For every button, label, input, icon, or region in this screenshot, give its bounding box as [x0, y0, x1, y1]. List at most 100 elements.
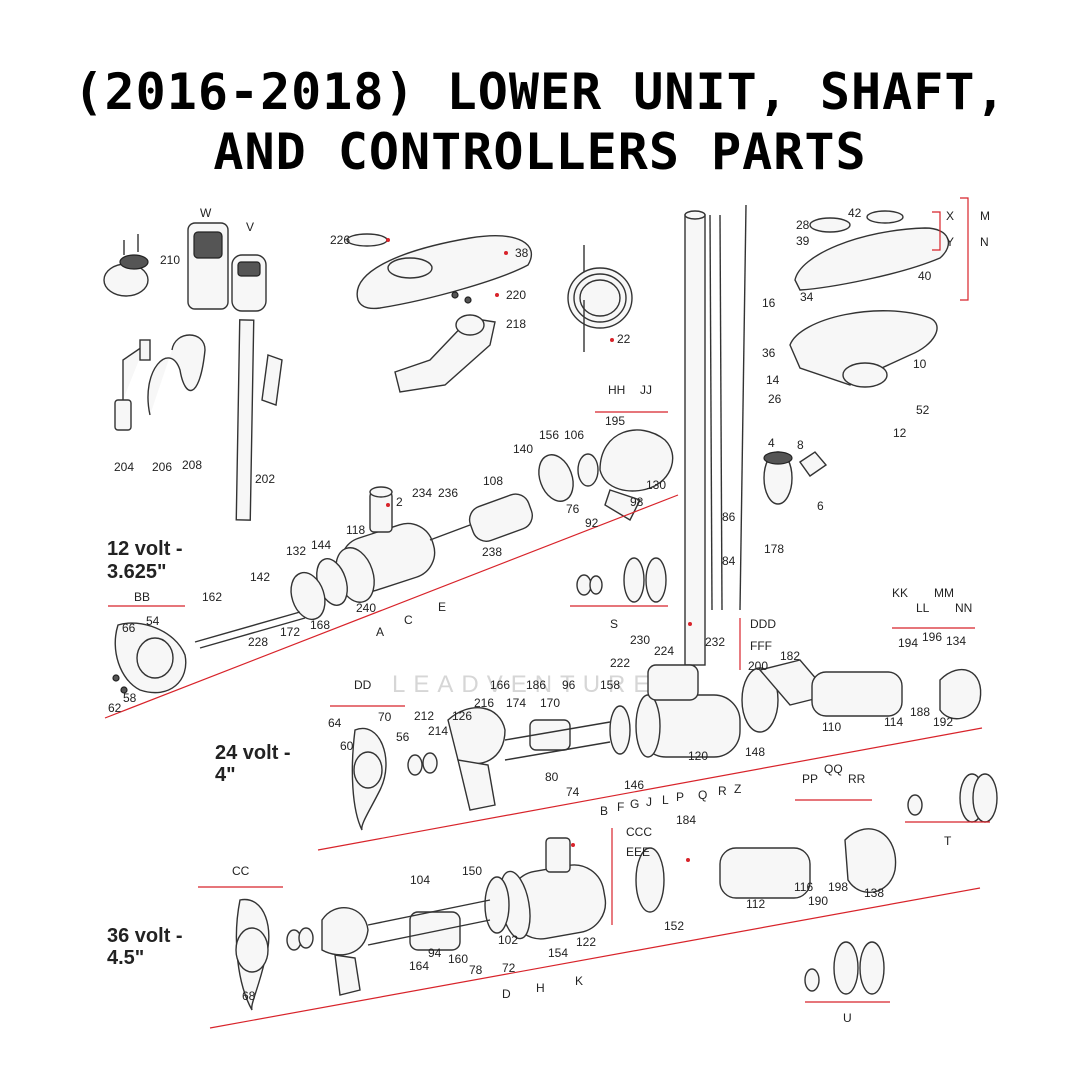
- callout-CC: CC: [232, 864, 250, 878]
- callout-M: M: [980, 209, 990, 223]
- callout-W: W: [200, 206, 212, 220]
- callout-218: 218: [506, 317, 526, 331]
- callout-158: 158: [600, 678, 620, 692]
- callout-178: 178: [764, 542, 784, 556]
- stabilizer-bar-part: [235, 319, 283, 521]
- callout-204: 204: [114, 460, 134, 474]
- callout-188: 188: [910, 705, 930, 719]
- callout-EEE: EEE: [626, 845, 650, 859]
- callout-146a: 146: [624, 778, 644, 792]
- section-36v-line1: 36 volt -: [107, 925, 183, 947]
- callout-39: 39: [796, 234, 810, 248]
- callout-C: C: [404, 613, 413, 627]
- callout-228a: 228: [248, 635, 268, 649]
- callout-70: 70: [378, 710, 392, 724]
- callout-196a: 196: [922, 630, 942, 644]
- callout-162: 162: [202, 590, 222, 604]
- title-line-1: (2016-2018) LOWER UNIT, SHAFT,: [73, 63, 1007, 121]
- section-12v: 12 volt - 3.625": [107, 538, 183, 583]
- callout-FFF: FFF: [750, 639, 772, 653]
- callout-232: 232: [705, 635, 725, 649]
- callout-116: 116: [794, 880, 813, 894]
- callout-226: 226: [330, 233, 350, 247]
- coiled-cable-22-part: [567, 245, 633, 352]
- callout-K: K: [575, 974, 583, 988]
- page-title: (2016-2018) LOWER UNIT, SHAFT, AND CONTR…: [0, 62, 1080, 182]
- callout-74: 74: [566, 785, 580, 799]
- callout-195: 195: [605, 414, 625, 428]
- callout-JJ: JJ: [640, 383, 652, 397]
- lower-unit-12v-part: [194, 429, 674, 649]
- callout-182: 182: [780, 649, 800, 663]
- section-36v: 36 volt - 4.5": [107, 925, 183, 969]
- callout-N: N: [980, 235, 989, 249]
- callout-156: 156: [539, 428, 559, 442]
- callout-L: L: [662, 793, 669, 807]
- callout-T: T: [944, 834, 952, 848]
- callout-PP: PP: [802, 772, 818, 786]
- callout-112: 112: [746, 897, 765, 911]
- callout-D: D: [502, 987, 511, 1001]
- callout-G: G: [630, 797, 639, 811]
- callout-Z: Z: [734, 782, 741, 796]
- section-36v-line2: 4.5": [107, 947, 144, 969]
- callout-52: 52: [916, 403, 930, 417]
- callout-26: 26: [768, 392, 782, 406]
- callout-92: 92: [585, 516, 599, 530]
- callout-104: 104: [410, 873, 430, 887]
- callout-U: U: [843, 1011, 852, 1025]
- callout-66: 66: [122, 621, 136, 635]
- section-12v-line1: 12 volt -: [107, 538, 183, 560]
- callout-142a: 142: [250, 570, 270, 584]
- composite-shaft-part: [684, 204, 747, 666]
- callout-102: 102: [498, 933, 518, 947]
- callout-150a: 150: [462, 864, 482, 878]
- callout-DD: DD: [354, 678, 372, 692]
- section-12v-line2: 3.625": [107, 561, 167, 583]
- callout-36: 36: [762, 346, 776, 360]
- callout-110: 110: [822, 720, 841, 734]
- callout-192: 192: [933, 715, 953, 729]
- callout-200a: 200: [748, 659, 768, 673]
- callout-132: 132: [286, 544, 306, 558]
- callout-224: 224: [654, 644, 674, 658]
- callout-CCC: CCC: [626, 825, 652, 839]
- callout-114: 114: [884, 715, 903, 729]
- callout-190: 190: [808, 894, 828, 908]
- callout-72: 72: [502, 961, 516, 975]
- callout-80: 80: [545, 770, 559, 784]
- section-24v-line1: 24 volt -: [215, 742, 291, 764]
- callout-68: 68: [242, 989, 256, 1003]
- callout-154a: 154: [548, 946, 568, 960]
- title-line-2: AND CONTROLLERS PARTS: [213, 123, 867, 181]
- foot-pedal-part: [103, 234, 149, 297]
- motor-mount-part: [763, 451, 828, 505]
- callout-60a: 60: [340, 739, 354, 753]
- callout-RR: RR: [848, 772, 866, 786]
- propeller-12v-part: [112, 622, 187, 694]
- section-divider-lines: [104, 197, 990, 1029]
- callout-KK: KK: [892, 586, 908, 600]
- callout-QQ: QQ: [824, 762, 843, 776]
- callout-186: 186: [526, 678, 546, 692]
- callout-X: X: [946, 209, 954, 223]
- small-parts-36v-bottom-part: [804, 941, 885, 995]
- lower-unit-24v-part: [447, 659, 982, 811]
- callout-160: 160: [448, 952, 468, 966]
- callout-134: 134: [946, 634, 966, 648]
- callout-2a: 2: [396, 495, 403, 509]
- section-24v: 24 volt - 4": [215, 742, 291, 786]
- callout-34: 34: [800, 290, 814, 304]
- callout-144a: 144: [311, 538, 331, 552]
- section-24v-line2: 4": [215, 764, 236, 786]
- callout-168a: 168: [310, 618, 330, 632]
- callout-170a: 170: [540, 696, 560, 710]
- propeller-24v-part: [351, 727, 438, 831]
- small-parts-24v-right-part: [907, 773, 998, 823]
- callout-NN: NN: [955, 601, 972, 615]
- callout-Q: Q: [698, 788, 707, 802]
- callout-208: 208: [182, 458, 202, 472]
- callout-96: 96: [562, 678, 576, 692]
- callout-216a: 216: [474, 696, 494, 710]
